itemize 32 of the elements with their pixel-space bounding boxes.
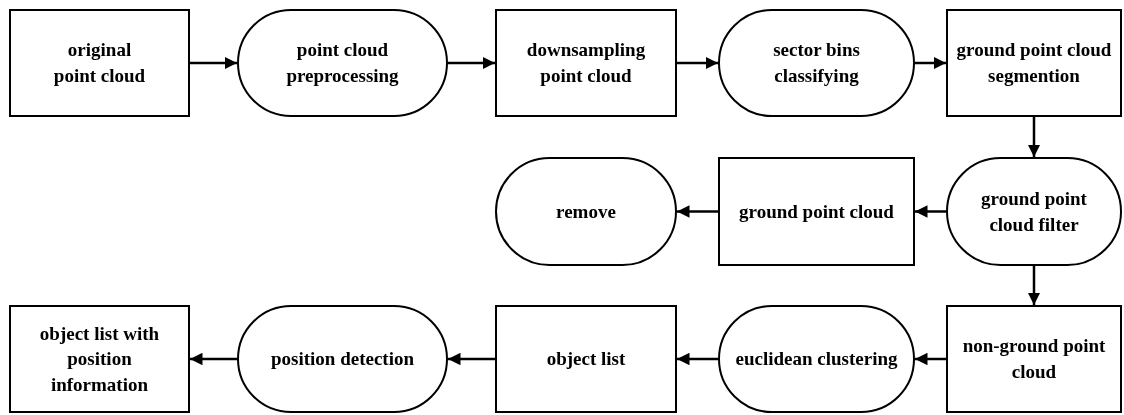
arrow (448, 56, 495, 70)
arrow (677, 56, 718, 70)
process-box (946, 305, 1122, 413)
arrow (190, 56, 237, 70)
process-box (9, 305, 190, 413)
arrow (915, 352, 946, 366)
node-label: downsampling point cloud (525, 38, 647, 88)
process-box (495, 305, 677, 413)
process-box (9, 9, 190, 117)
node-label: original point cloud (52, 38, 147, 88)
arrow (677, 352, 718, 366)
node-label: position detection (271, 347, 414, 372)
arrow (915, 56, 946, 70)
arrow (448, 352, 495, 366)
node-label: ground point cloud filter (980, 186, 1088, 237)
node-label: object list (546, 347, 626, 372)
process-box (718, 157, 915, 266)
arrow (915, 205, 946, 218)
node-label: non-ground point cloud (961, 334, 1107, 384)
node-label: ground point cloud segmention (956, 38, 1112, 88)
arrow (1027, 266, 1041, 305)
node-label: ground point cloud (739, 199, 894, 224)
arrow (677, 205, 718, 218)
node-label: sector bins classifying (772, 38, 861, 88)
process-box (946, 9, 1122, 117)
arrow (190, 352, 237, 366)
node-label: remove (556, 199, 616, 224)
node-label: point cloud preprocessing (285, 38, 400, 88)
node-label: object list with position information (38, 321, 161, 397)
process-box (495, 9, 677, 117)
arrow (1027, 117, 1041, 157)
node-label: euclidean clustering (735, 347, 898, 372)
